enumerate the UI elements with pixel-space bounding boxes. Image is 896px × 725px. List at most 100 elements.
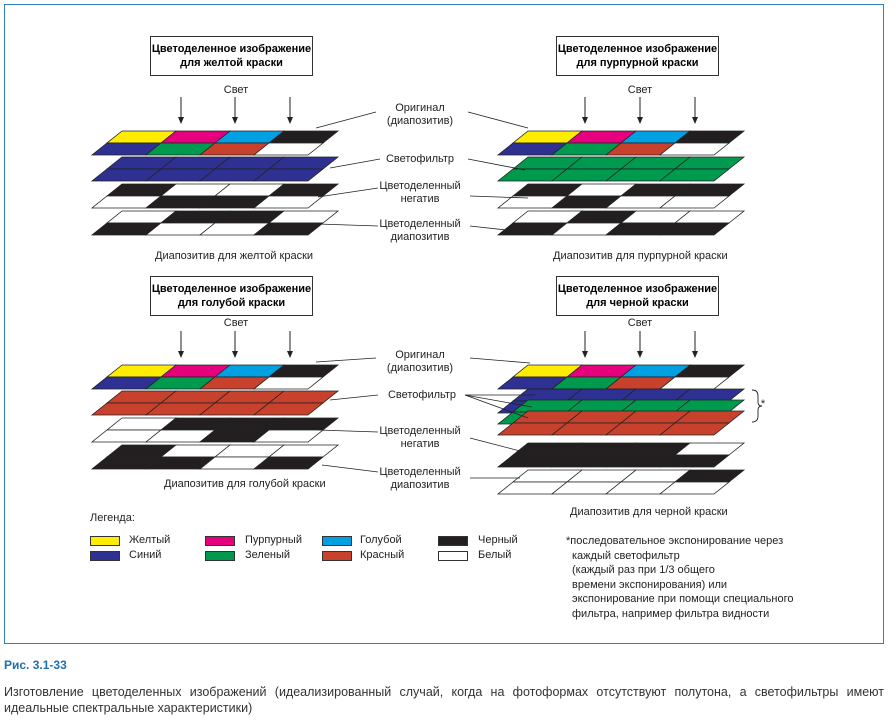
light-arrow-head [287,351,293,358]
leader-line [315,111,377,129]
light-arrow-head [178,117,184,124]
label-line: (диапозитив) [386,362,454,374]
diagram-canvas [90,97,763,495]
label-original: Оригинал (диапозитив) [360,102,480,128]
label-filter: Светофильтр [387,389,457,401]
title-line: Цветоделенное изображение [151,283,312,295]
legend-swatch-blue [90,551,120,561]
filter-layer-cell [658,168,731,182]
title-line: для черной краски [586,297,689,309]
leader-line [329,394,379,401]
legend-label: Синий [129,549,162,561]
leader-line [467,158,526,171]
leader-line [469,195,529,199]
light-arrow-head [692,351,698,358]
legend-label: Зеленый [245,549,291,561]
title-box-yellow: Цветоделенное изображение для желтой кра… [150,36,313,76]
legend-title: Легенда: [90,512,135,524]
leader-line [329,158,381,169]
legend-label: Пурпурный [245,534,302,546]
footnote-line: экспонирование при помощи специального [572,593,794,605]
legend-label: Красный [360,549,405,561]
light-arrow-head [178,351,184,358]
label-line: Цветоделенный [379,425,461,437]
leader-line [464,394,529,419]
light-arrow-head [232,117,238,124]
label-original: Оригинал (диапозитив) [360,349,480,375]
filter-layer-cell [252,168,325,182]
leader-line [469,225,525,233]
legend-swatch-magenta [205,536,235,546]
footnote-line: каждый светофильтр [572,549,680,562]
asterisk-mark: * [760,398,766,410]
light-arrow-head [582,351,588,358]
label-filter: Светофильтр [385,153,455,165]
label-line: Оригинал [395,349,445,361]
caption-black: Диапозитив для черной краски [570,506,728,518]
title-line: для желтой краски [180,57,283,69]
negative-layer-cell [252,195,325,209]
positive-layer-cell [658,222,731,236]
positive-layer-cell [658,481,731,495]
light-label: Свет [627,317,653,329]
original-layer-cell [658,142,731,156]
filter-layer-cell [658,422,731,436]
legend-swatch-black [438,536,468,546]
footnote-line: (каждый раз при 1/3 общего [572,564,715,576]
label-line: Цветоделенный [379,180,461,192]
legend-label: Голубой [360,534,402,546]
original-layer-cell [252,376,325,390]
legend-swatch-red [322,551,352,561]
light-arrow-head [637,117,643,124]
leader-line [315,357,377,363]
label-positive: Цветоделенный диапозитив [360,466,480,492]
footnote-line: времени экспонирования) или [572,578,728,591]
label-negative: Цветоделенный негатив [360,180,480,206]
caption-yellow: Диапозитив для желтой краски [155,250,314,262]
label-line: (диапозитив) [386,115,454,127]
leader-line [467,111,529,129]
original-layer-cell [252,142,325,156]
figure-caption: Изготовление цветоделенных изображений (… [4,685,884,715]
figure-frame [4,4,884,644]
title-line: Цветоделенное изображение [557,283,718,295]
footnote: *последовательное экспонирование через к… [566,534,793,621]
footnote-line: *последовательное экспонирование через [566,535,784,547]
light-label: Свет [223,84,249,96]
negative-layer-cell [252,429,325,443]
label-line: Цветоделенный [379,466,461,478]
caption-magenta: Диапозитив для пурпурной краски [553,250,728,262]
legend-swatch-green [205,551,235,561]
leader-line [317,223,379,227]
label-line: негатив [400,438,440,450]
leader-line [464,394,533,408]
caption-cyan: Диапозитив для голубой краски [164,478,326,490]
legend-label: Белый [478,549,512,561]
title-line: Цветоделенное изображение [557,43,718,55]
negative-layer-cell [658,454,731,468]
light-arrow-head [582,117,588,124]
title-line: Цветоделенное изображение [151,43,312,55]
legend-swatch-cyan [322,536,352,546]
legend-label: Желтый [129,534,171,546]
label-line: Оригинал [395,102,445,114]
label-negative: Цветоделенный негатив [360,425,480,451]
legend-swatch-yellow [90,536,120,546]
brace [751,389,763,423]
positive-layer-cell [252,456,325,470]
title-line: для голубой краски [177,297,286,309]
title-box-magenta: Цветоделенное изображение для пурпурной … [556,36,719,76]
title-box-black: Цветоделенное изображение для черной кра… [556,276,719,316]
leader-line [469,437,521,452]
leader-line [317,429,379,433]
legend-label: Черный [478,534,518,546]
positive-layer-cell [252,222,325,236]
legend-swatch-white [438,551,468,561]
label-line: негатив [400,193,440,205]
title-line: для пурпурной краски [576,57,699,69]
figure-number: Рис. 3.1-33 [4,658,67,672]
leader-line [469,357,531,364]
label-line: диапозитив [390,231,450,243]
light-arrow-head [287,117,293,124]
label-line: диапозитив [390,479,450,491]
